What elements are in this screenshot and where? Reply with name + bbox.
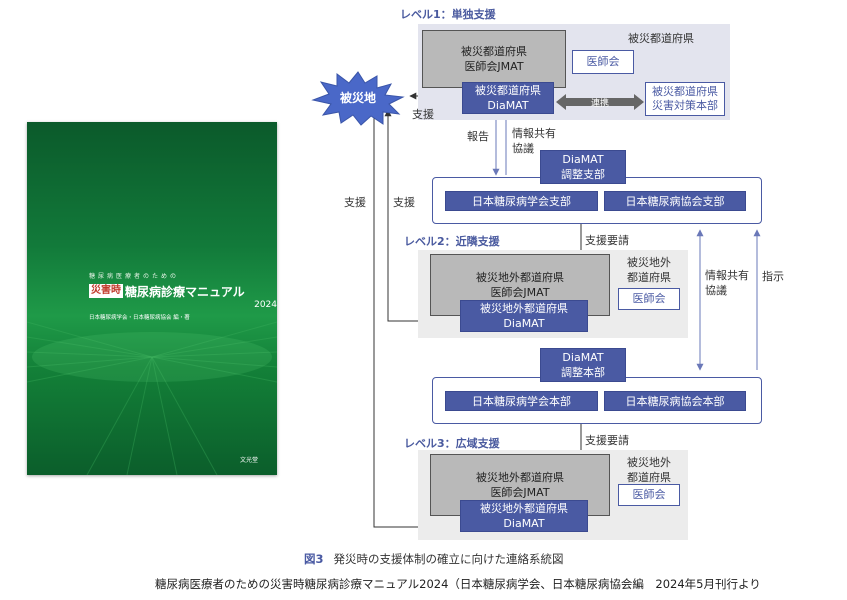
hq-jada-box: 日本糖尿病協会本部 <box>604 391 746 411</box>
cover-publisher: 文光堂 <box>240 457 259 464</box>
hq-diamat-office-box: DiaMAT 調整本部 <box>540 348 626 382</box>
level3-request-label: 支援要請 <box>585 434 629 447</box>
support-left-outer-label: 支援 <box>344 196 366 209</box>
level3-label: レベル3：広域支援 <box>404 437 500 450</box>
cover-title-row: 災害時 糖尿病診療マニュアル <box>89 283 277 299</box>
level1-hq-box: 被災都道府県 災害対策本部 <box>645 82 725 116</box>
level3-diamat-box: 被災地外都道府県 DiaMAT <box>460 500 588 532</box>
cover-light-rays <box>27 321 277 475</box>
info-share-label: 情報共有 協議 <box>512 127 556 155</box>
level1-diamat-box: 被災都道府県 DiaMAT <box>462 82 554 114</box>
book-cover: 糖尿病医療者のための 災害時 糖尿病診療マニュアル 2024 日本糖尿病学会・日… <box>27 122 277 475</box>
level2-diamat-box: 被災地外都道府県 DiaMAT <box>460 300 588 332</box>
branch-jds-box: 日本糖尿病学会支部 <box>445 191 598 211</box>
level1-med-assoc-box: 医師会 <box>572 50 634 74</box>
level2-request-label: 支援要請 <box>585 234 629 247</box>
figure-caption: 図3 発災時の支援体制の確立に向けた連絡系統図 <box>304 551 564 567</box>
source-citation: 糖尿病医療者のための災害時糖尿病診療マニュアル2024（日本糖尿病学会、日本糖尿… <box>155 577 761 591</box>
figure-caption-text: 発災時の支援体制の確立に向けた連絡系統図 <box>333 552 564 566</box>
cover-badge: 災害時 <box>89 284 123 298</box>
right-info-share-label: 情報共有 協議 <box>705 269 749 297</box>
level2-med-assoc-box: 医師会 <box>618 288 680 310</box>
branch-jada-box: 日本糖尿病協会支部 <box>604 191 746 211</box>
support-left-inner-label: 支援 <box>393 196 415 209</box>
liaison-double-arrow <box>556 94 644 110</box>
liaison-label: 連携 <box>590 98 609 109</box>
level1-support-label: 支援 <box>412 108 434 121</box>
level2-label: レベル2：近隣支援 <box>404 235 500 248</box>
level3-med-assoc-box: 医師会 <box>618 484 680 506</box>
cover-title: 糖尿病診療マニュアル <box>125 284 245 299</box>
level1-area-label: 被災都道府県 <box>628 32 694 45</box>
cover-authors: 日本糖尿病学会・日本糖尿病協会 編・著 <box>89 315 190 321</box>
figure-number: 図3 <box>304 552 324 566</box>
disaster-burst-icon <box>311 71 405 126</box>
hq-jds-box: 日本糖尿病学会本部 <box>445 391 598 411</box>
cover-year: 2024 <box>254 300 277 310</box>
branch-diamat-office-box: DiaMAT 調整支部 <box>540 150 626 184</box>
cover-subtitle: 糖尿病医療者のための <box>89 273 180 280</box>
level1-label: レベル1：単独支援 <box>400 8 496 21</box>
level2-area-label: 被災地外 都道府県 <box>627 256 671 284</box>
disaster-area-label: 被災地 <box>339 90 376 105</box>
level3-area-label: 被災地外 都道府県 <box>627 456 671 484</box>
level1-jmat-box: 被災都道府県 医師会JMAT <box>422 30 566 88</box>
right-direct-label: 指示 <box>762 270 784 283</box>
report-label: 報告 <box>467 130 489 143</box>
